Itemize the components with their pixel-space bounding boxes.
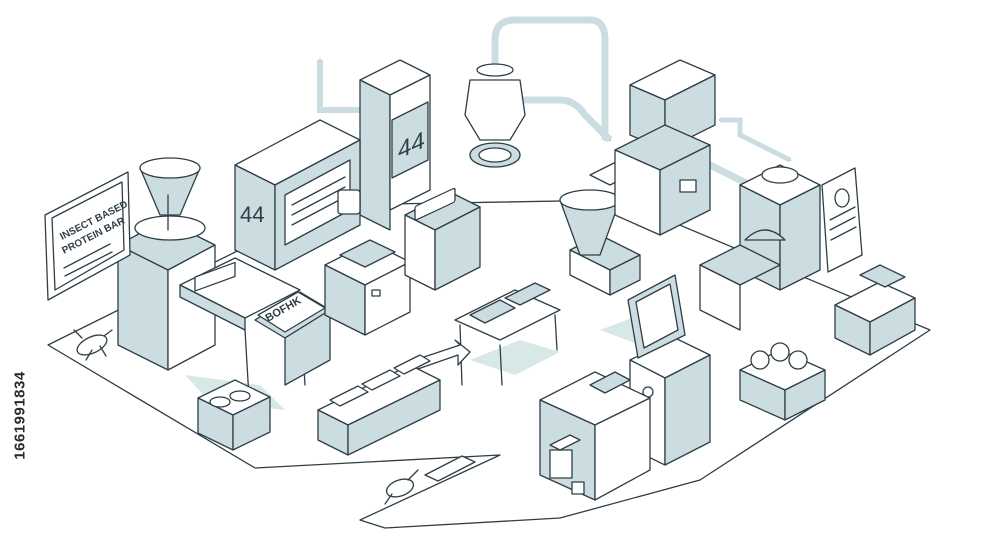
tall-cabinet: 44 xyxy=(359,59,431,231)
bug-poster-icon xyxy=(834,188,850,208)
sorting-bins xyxy=(317,339,471,456)
machine-badge-left: 44 xyxy=(240,202,264,227)
hopper-conveyor xyxy=(117,157,306,416)
beetle-icon xyxy=(73,329,113,361)
small-device-right xyxy=(834,264,916,356)
product-crate-left xyxy=(197,379,271,451)
large-machine: 44 xyxy=(234,119,361,271)
boxing-station xyxy=(539,371,651,501)
tray-table xyxy=(454,282,561,386)
tray-station xyxy=(404,187,481,291)
produce-crate-right xyxy=(739,342,826,421)
bug-label-plate xyxy=(424,455,476,482)
stock-id-label: 1661991834 xyxy=(2,300,38,530)
cyclone-separator xyxy=(464,63,526,168)
bug-poster xyxy=(821,167,863,273)
weighing-machine xyxy=(324,239,411,336)
stock-id-text: 1661991834 xyxy=(11,370,29,460)
floor-shadow xyxy=(470,340,560,375)
dome-machine xyxy=(699,164,821,331)
cricket-icon xyxy=(384,469,419,505)
processing-tower xyxy=(614,59,716,236)
info-sign-left: INSECT BASED PROTEIN BAR xyxy=(44,171,131,301)
